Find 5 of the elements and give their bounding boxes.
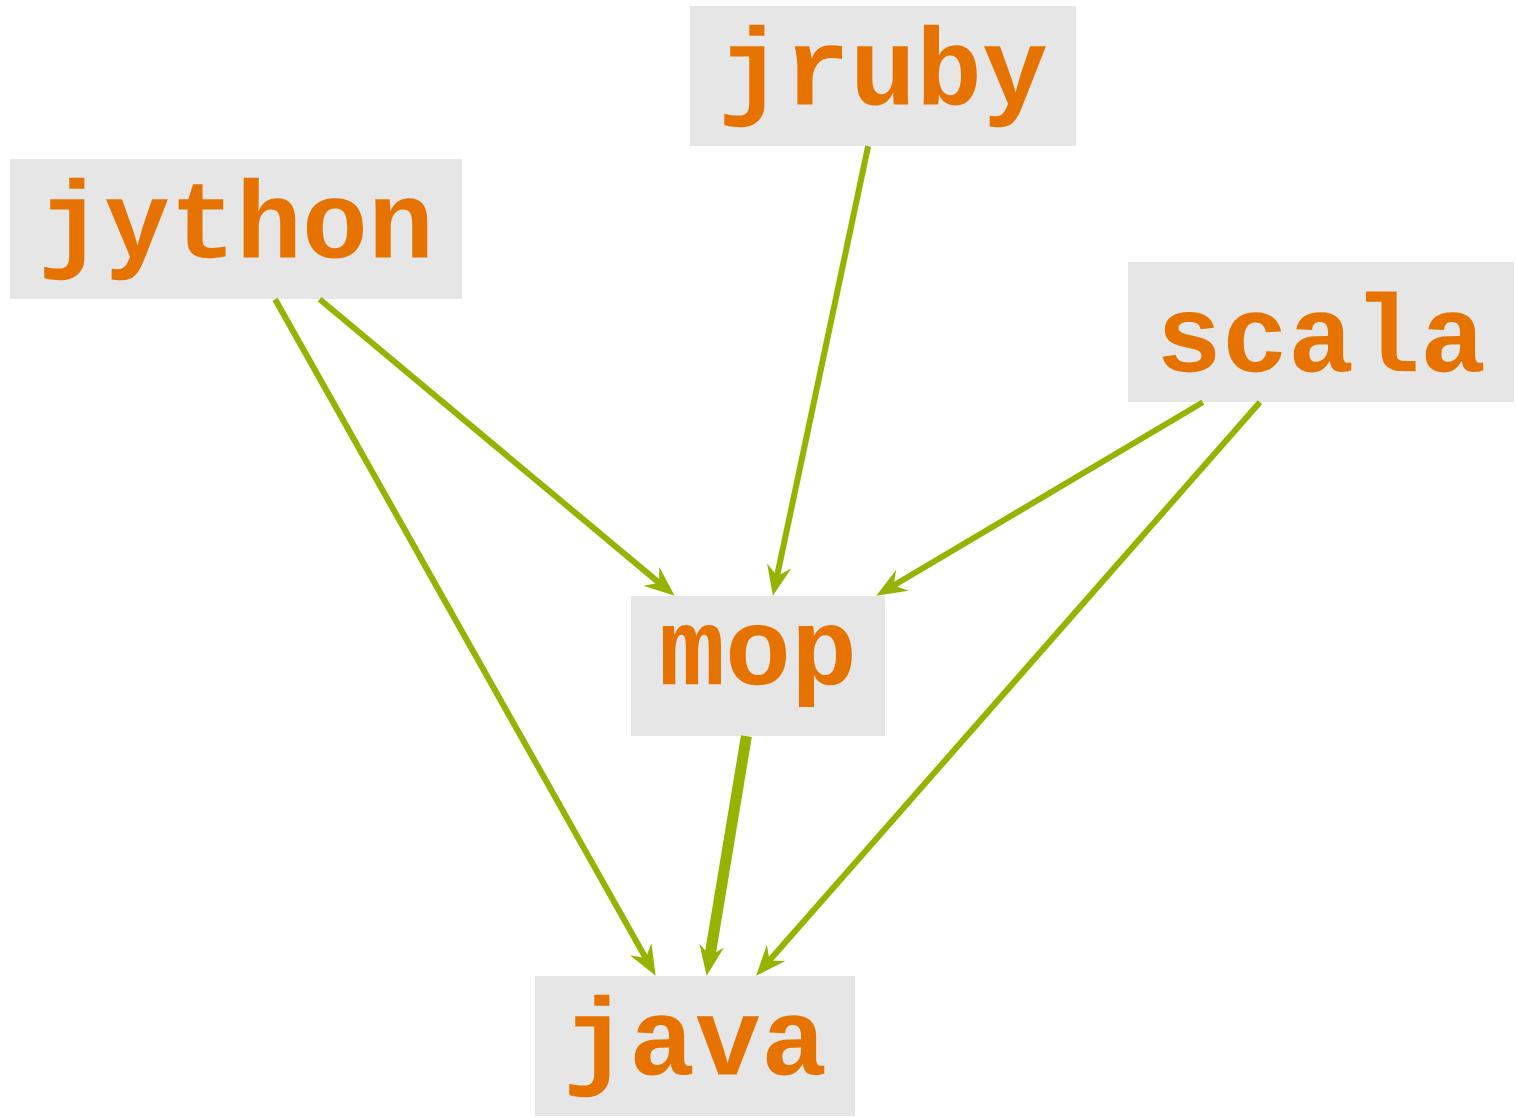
language-box: java — [535, 976, 856, 1116]
language-box: scala — [1128, 262, 1515, 402]
language-box: mop — [631, 596, 886, 736]
language-box: jruby — [690, 6, 1077, 146]
language-box: jython — [9, 159, 463, 299]
